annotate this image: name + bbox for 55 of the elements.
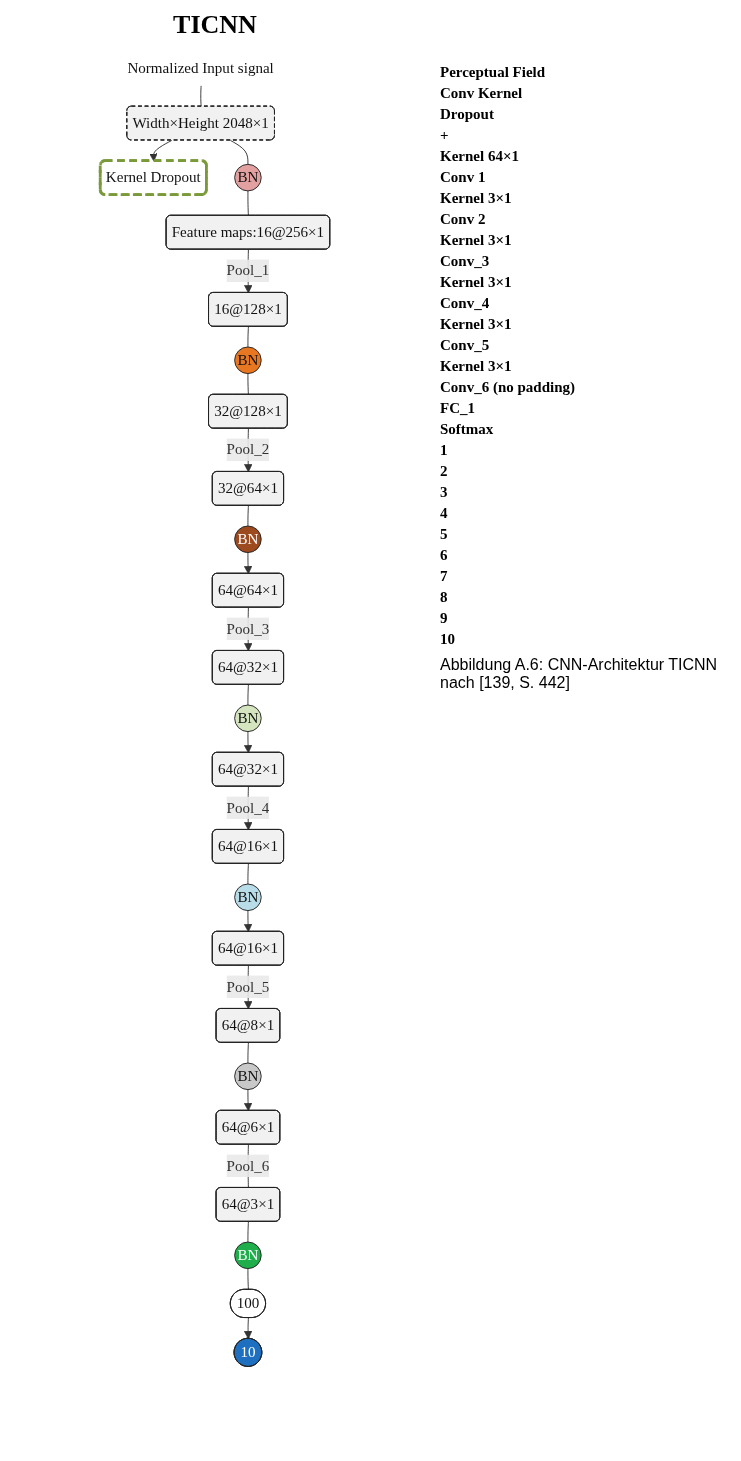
connector (247, 863, 249, 885)
annotation-text: 8 (440, 589, 449, 606)
connector (200, 85, 202, 108)
edge-label: Pool_6 (226, 1157, 270, 1174)
annotation-text: Conv_4 (440, 295, 491, 312)
edge-label: Pool_1 (226, 262, 270, 279)
annotation-text: Perceptual Field (440, 64, 547, 81)
annotation-text: Kernel 64×1 (440, 148, 520, 165)
annotation-text: Kernel 3×1 (440, 274, 513, 291)
annotation-text: 7 (440, 568, 449, 585)
connector (247, 684, 249, 706)
connector (247, 505, 249, 527)
edge-label: Pool_5 (226, 978, 270, 995)
annotation-text: Conv_3 (440, 253, 491, 270)
connector (247, 1042, 249, 1064)
node-circle: BN (234, 883, 262, 912)
annotation-text: 9 (440, 610, 449, 627)
annotation-text: Conv 2 (440, 211, 487, 228)
connector (247, 190, 249, 217)
node-circle: BN (234, 1062, 262, 1091)
edge-label: Pool_4 (226, 799, 270, 816)
connector (247, 1268, 249, 1291)
annotation-text: 5 (440, 526, 449, 543)
annotation-text: 3 (440, 484, 449, 501)
annotation-text: 10 (440, 631, 456, 648)
node-circle: BN (234, 704, 262, 733)
annotation-text: Conv_5 (440, 337, 491, 354)
annotation-text: Softmax (440, 421, 495, 438)
annotation-text: Kernel 3×1 (440, 316, 513, 333)
annotation-text: Conv Kernel (440, 85, 524, 102)
annotation-text: FC_1 (440, 400, 476, 417)
annotation-text: Dropout (440, 106, 495, 123)
node-circle: BN (234, 346, 262, 375)
node-circle: BN (234, 163, 262, 192)
connector (230, 140, 249, 165)
annotation-text: 2 (440, 463, 449, 480)
node-circle: BN (234, 525, 262, 554)
annotation-text: 4 (440, 505, 449, 522)
annotation-text: Conv 1 (440, 169, 487, 186)
edge-label: Pool_3 (226, 620, 270, 637)
connector (247, 373, 249, 396)
edge-label: Pool_2 (226, 441, 270, 458)
figure-caption: Abbildung A.6: CNN-Architektur TICNN nach [139, S. 442] (440, 656, 719, 692)
annotation-text: 6 (440, 547, 449, 564)
annotation-text: Conv_6 (no padding) (440, 379, 577, 396)
annotation-text: + (440, 127, 450, 144)
annotation-text: Kernel 3×1 (440, 358, 513, 375)
connector (247, 1221, 249, 1243)
node-circle: BN (234, 1241, 262, 1270)
diagram-title: TICNN (173, 10, 257, 40)
annotation-text: Kernel 3×1 (440, 232, 513, 249)
node-text: Normalized Input signal (127, 60, 274, 76)
connector (247, 326, 249, 348)
annotation-text: Kernel 3×1 (440, 190, 513, 207)
annotation-text: 1 (440, 442, 449, 459)
